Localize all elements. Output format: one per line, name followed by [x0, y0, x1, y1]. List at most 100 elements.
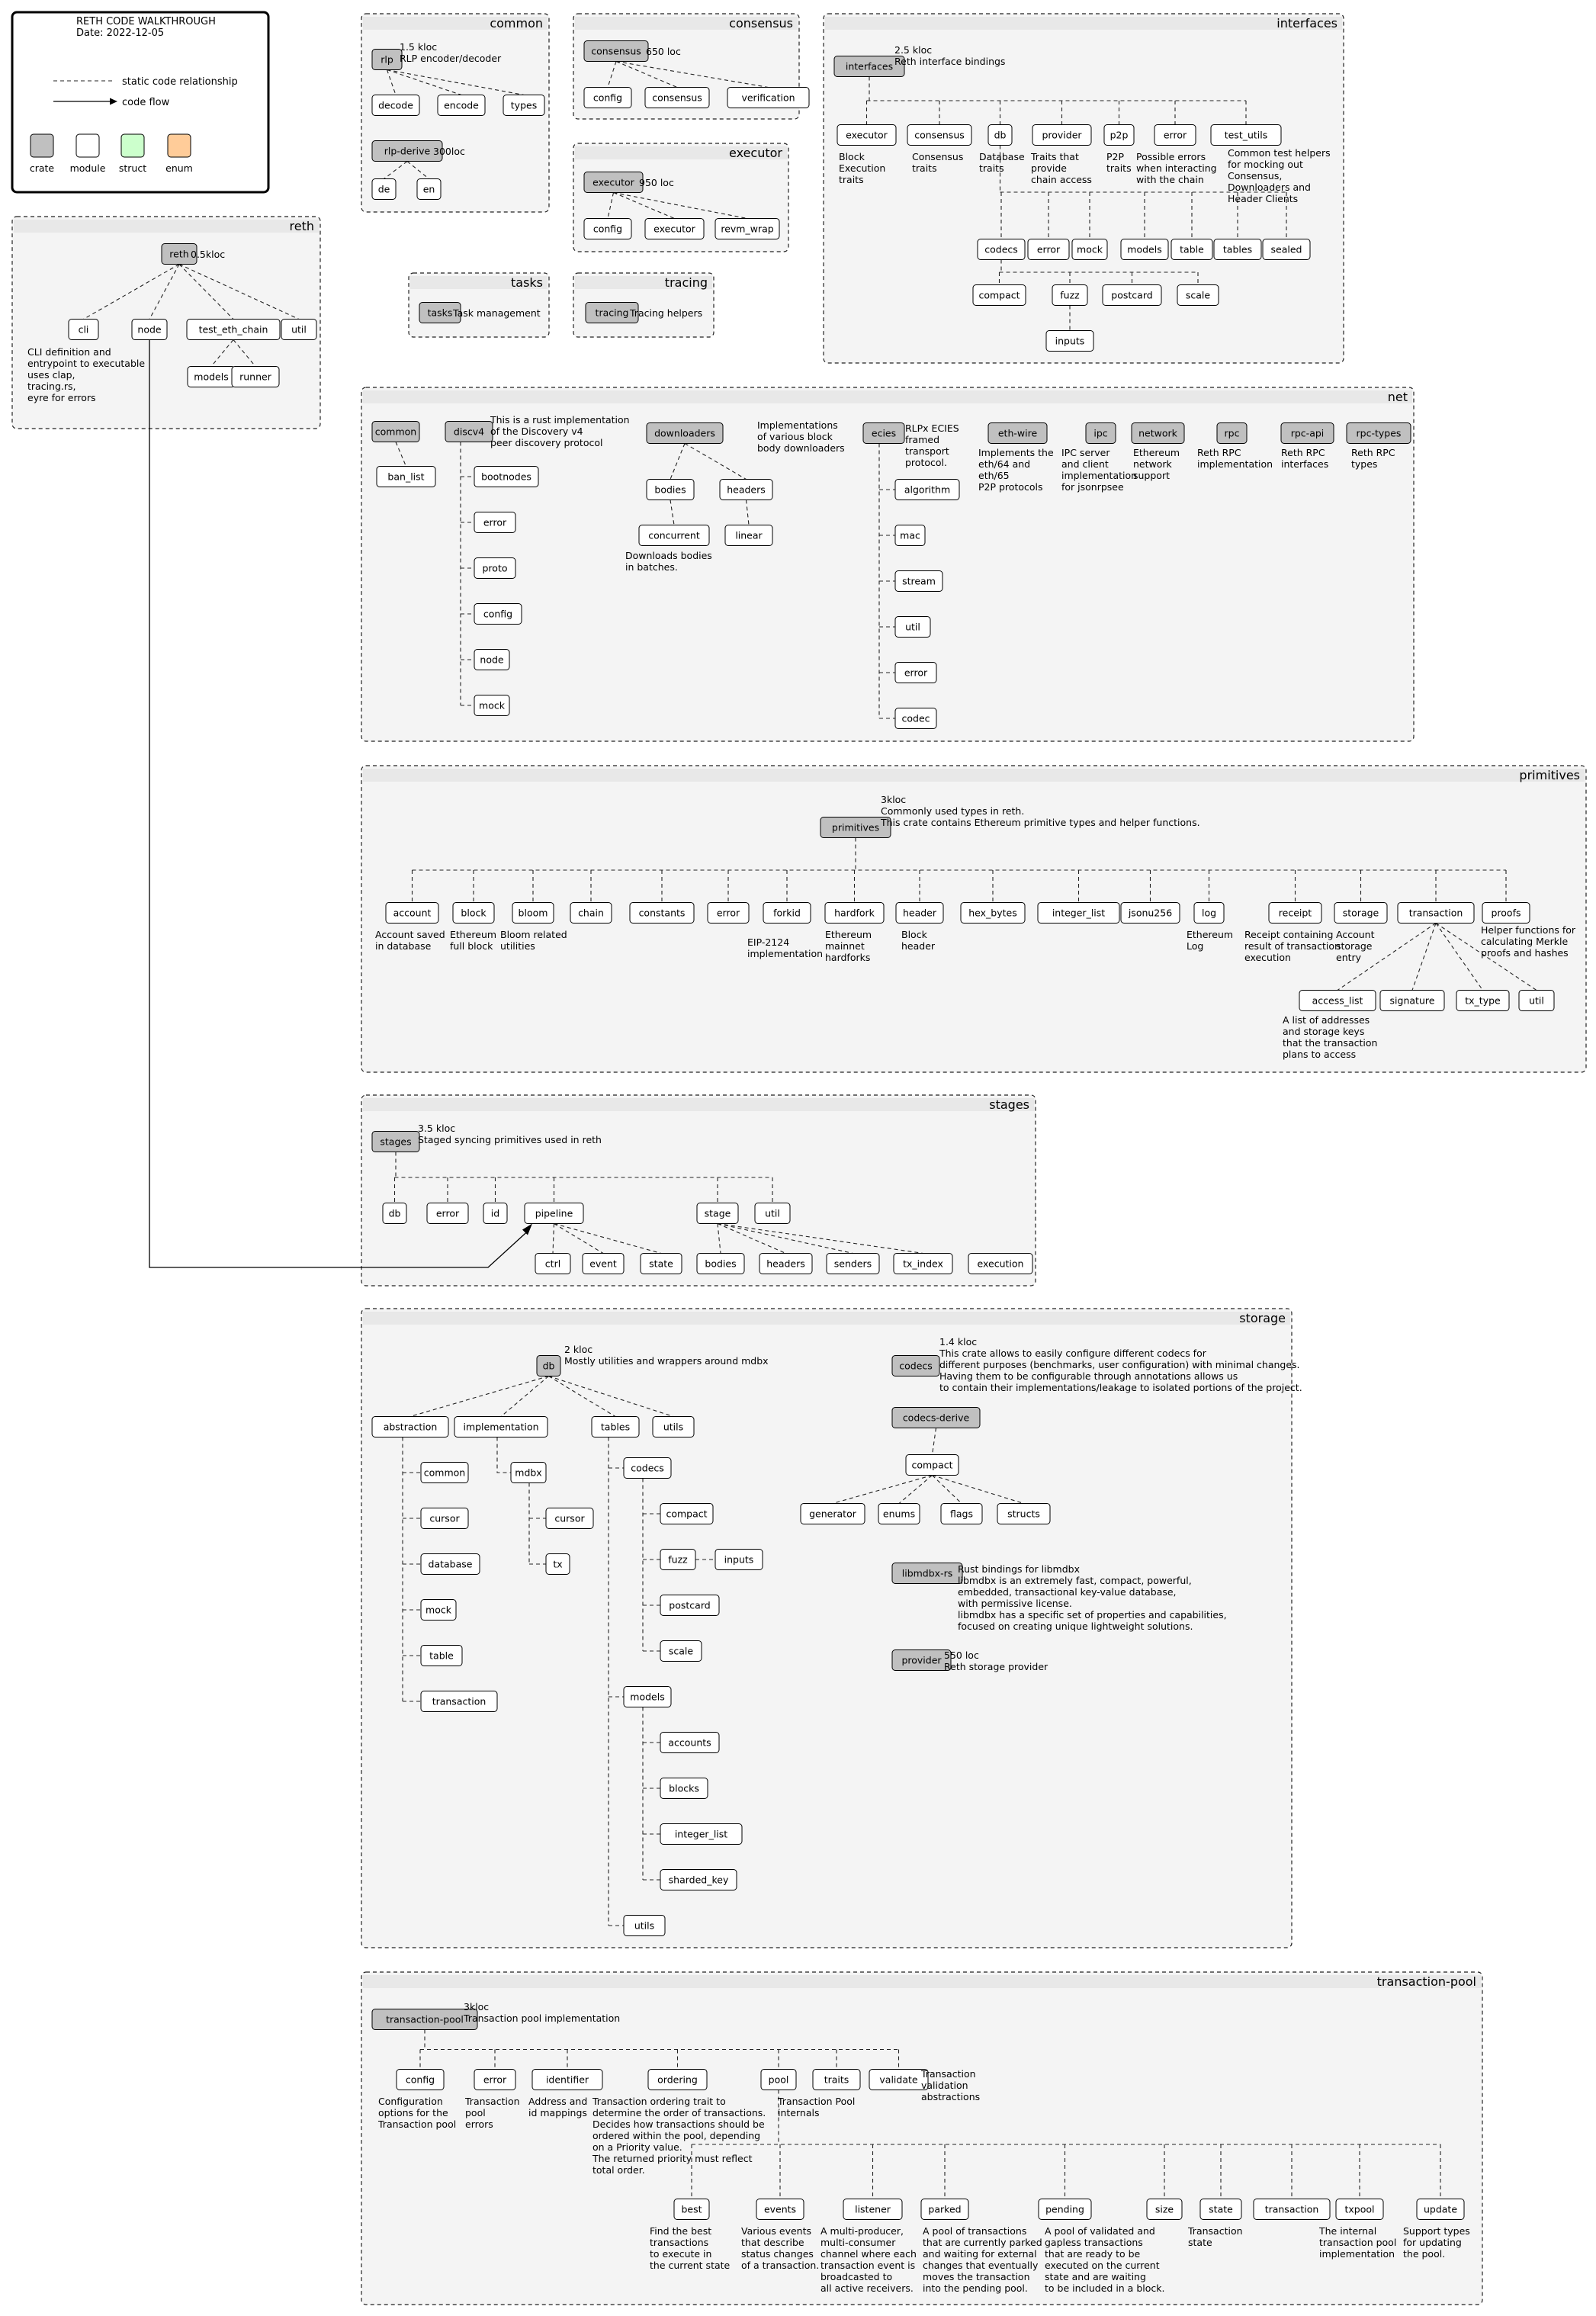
- node-exec-revm[interactable]: revm_wrap: [715, 218, 780, 239]
- node-cd-flags[interactable]: flags: [940, 1503, 983, 1524]
- node-rlp-encode[interactable]: encode: [437, 95, 486, 116]
- node-st-stage[interactable]: stage: [696, 1203, 739, 1224]
- node-dl-concurrent[interactable]: concurrent: [638, 525, 710, 546]
- node-p-hardfork[interactable]: hardfork: [824, 902, 885, 924]
- node-p-account[interactable]: account: [385, 902, 439, 924]
- node-p-constants[interactable]: constants: [629, 902, 695, 924]
- node-st-pipeline[interactable]: pipeline: [524, 1203, 584, 1224]
- node-ifdb-mock[interactable]: mock: [1071, 239, 1108, 260]
- node-reth-models[interactable]: models: [187, 366, 236, 387]
- node-sts-execution[interactable]: execution: [968, 1253, 1033, 1274]
- node-tp-pool[interactable]: pool: [760, 2069, 797, 2090]
- node-dl-headers[interactable]: headers: [719, 479, 773, 500]
- node-ifdb-codecs[interactable]: codecs: [977, 239, 1026, 260]
- node-pt-access-list[interactable]: access_list: [1299, 990, 1376, 1011]
- node-cons-config[interactable]: config: [583, 87, 632, 108]
- node-reth-cli[interactable]: cli: [68, 319, 99, 340]
- node-p-transaction[interactable]: transaction: [1397, 902, 1475, 924]
- node-executor[interactable]: executor: [583, 172, 644, 193]
- node-tpp-events[interactable]: events: [756, 2199, 804, 2220]
- node-tpp-parked[interactable]: parked: [920, 2199, 969, 2220]
- node-tp-identifier[interactable]: identifier: [531, 2069, 603, 2090]
- node-p-block[interactable]: block: [452, 902, 495, 924]
- node-cd-enums[interactable]: enums: [878, 1503, 920, 1524]
- node-dbmo-blocks[interactable]: blocks: [660, 1778, 708, 1799]
- node-p-bloom[interactable]: bloom: [512, 902, 554, 924]
- node-dba-transaction[interactable]: transaction: [420, 1691, 498, 1712]
- node-dbmo-integer-list[interactable]: integer_list: [660, 1823, 743, 1845]
- node-ifdb-tables[interactable]: tables: [1213, 239, 1262, 260]
- node-ifdb-fuzz[interactable]: fuzz: [1052, 284, 1088, 306]
- node-tp-error[interactable]: error: [474, 2069, 516, 2090]
- node-if-db[interactable]: db: [987, 124, 1013, 146]
- node-st-id[interactable]: id: [483, 1203, 508, 1224]
- node-discv4[interactable]: discv4: [445, 421, 493, 442]
- node-db-abstraction[interactable]: abstraction: [371, 1416, 449, 1437]
- node-tp-ordering[interactable]: ordering: [647, 2069, 708, 2090]
- node-ec-util[interactable]: util: [894, 616, 931, 638]
- node-dba-common[interactable]: common: [420, 1462, 469, 1483]
- node-dl-linear[interactable]: linear: [724, 525, 773, 546]
- node-st-error[interactable]: error: [426, 1203, 469, 1224]
- node-tpp-transaction[interactable]: transaction: [1253, 2199, 1331, 2220]
- node-tp-traits[interactable]: traits: [812, 2069, 861, 2090]
- node-pt-util[interactable]: util: [1518, 990, 1555, 1011]
- node-tp-validate[interactable]: validate: [869, 2069, 929, 2090]
- node-ifdb-postcard[interactable]: postcard: [1102, 284, 1162, 306]
- node-dba-mock[interactable]: mock: [420, 1599, 457, 1621]
- node-p-hex-bytes[interactable]: hex_bytes: [960, 902, 1026, 924]
- node-cd-compact[interactable]: compact: [905, 1454, 959, 1476]
- node-dv4-node[interactable]: node: [474, 649, 510, 670]
- node-if-error[interactable]: error: [1154, 124, 1196, 146]
- node-dbt-utils[interactable]: utils: [623, 1915, 666, 1936]
- node-ifdb-scale[interactable]: scale: [1177, 284, 1219, 306]
- node-sts-bodies[interactable]: bodies: [696, 1253, 745, 1274]
- node-db-implementation[interactable]: implementation: [454, 1416, 548, 1437]
- node-cd-structs[interactable]: structs: [997, 1503, 1051, 1524]
- node-ec-algorithm[interactable]: algorithm: [894, 479, 960, 500]
- node-dba-database[interactable]: database: [420, 1553, 480, 1575]
- node-cd-generator[interactable]: generator: [800, 1503, 865, 1524]
- node-if-test-utils[interactable]: test_utils: [1210, 124, 1282, 146]
- node-st-util[interactable]: util: [754, 1203, 791, 1224]
- node-p-receipt[interactable]: receipt: [1268, 902, 1322, 924]
- node-p-forkid[interactable]: forkid: [763, 902, 811, 924]
- node-dbt-models[interactable]: models: [623, 1686, 672, 1707]
- node-primitives[interactable]: primitives: [820, 817, 891, 838]
- node-stages[interactable]: stages: [371, 1131, 420, 1152]
- node-dbi-mdbx[interactable]: mdbx: [510, 1462, 547, 1483]
- node-tasks[interactable]: tasks: [419, 302, 461, 323]
- node-if-p2p[interactable]: p2p: [1103, 124, 1135, 146]
- node-ifdb-sealed[interactable]: sealed: [1262, 239, 1311, 260]
- node-network[interactable]: network: [1131, 422, 1185, 444]
- node-ifdb-inputs[interactable]: inputs: [1045, 330, 1094, 352]
- node-dba-cursor[interactable]: cursor: [420, 1508, 469, 1529]
- node-dbc-inputs[interactable]: inputs: [715, 1549, 763, 1570]
- node-cons-consensus[interactable]: consensus: [644, 87, 710, 108]
- node-sts-tx-index[interactable]: tx_index: [893, 1253, 953, 1274]
- node-dv4-config[interactable]: config: [474, 603, 522, 625]
- node-dbc-scale[interactable]: scale: [660, 1640, 702, 1662]
- node-p-jsonu256[interactable]: jsonu256: [1120, 902, 1180, 924]
- node-reth-runner[interactable]: runner: [231, 366, 280, 387]
- node-ifdb-table[interactable]: table: [1171, 239, 1213, 260]
- node-pt-signature[interactable]: signature: [1379, 990, 1445, 1011]
- node-tpp-pending[interactable]: pending: [1038, 2199, 1092, 2220]
- node-rlpd-en[interactable]: en: [416, 178, 442, 200]
- node-reth-node[interactable]: node: [131, 319, 168, 340]
- node-rpc-types[interactable]: rpc-types: [1346, 422, 1411, 444]
- node-rlp-derive[interactable]: rlp-derive: [371, 140, 443, 162]
- node-dbc-compact[interactable]: compact: [660, 1503, 714, 1524]
- node-stp-event[interactable]: event: [582, 1253, 625, 1274]
- node-p-integer-list[interactable]: integer_list: [1037, 902, 1120, 924]
- node-cons-verification[interactable]: verification: [727, 87, 810, 108]
- node-reth[interactable]: reth: [161, 243, 197, 265]
- node-rlp-decode[interactable]: decode: [371, 95, 420, 116]
- node-rlp[interactable]: rlp: [371, 49, 403, 70]
- node-stp-ctrl[interactable]: ctrl: [535, 1253, 571, 1274]
- node-rlpd-de[interactable]: de: [371, 178, 397, 200]
- node-downloaders[interactable]: downloaders: [646, 422, 724, 444]
- node-ec-error[interactable]: error: [894, 662, 937, 683]
- node-ecies[interactable]: ecies: [862, 422, 905, 444]
- node-rpc[interactable]: rpc: [1216, 422, 1248, 444]
